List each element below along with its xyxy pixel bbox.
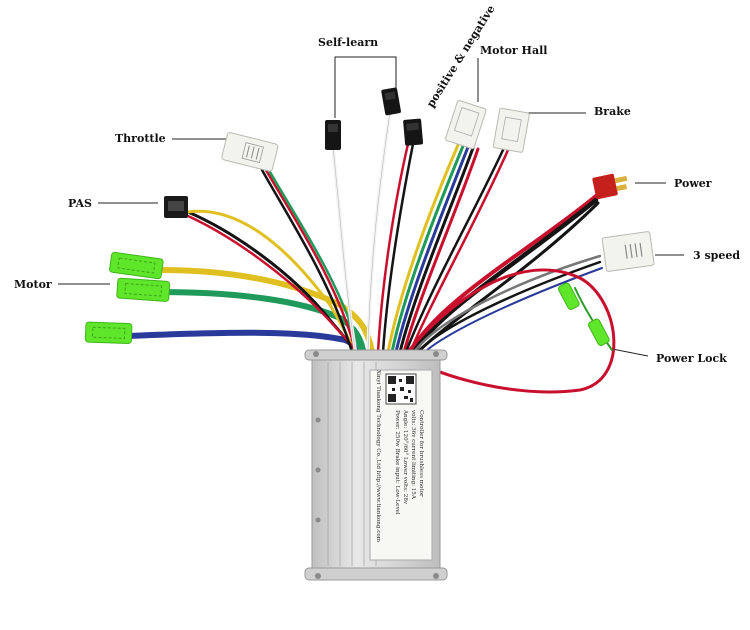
pas-connector: [164, 196, 188, 218]
hall-green-wire: [390, 144, 465, 354]
throttle-black-wire: [260, 168, 354, 354]
brake-connector: [492, 107, 530, 153]
self-learn-bracket: [334, 56, 397, 118]
housing-screws: [313, 351, 439, 579]
speed-blue-wire: [419, 267, 603, 357]
hall-yellow-wire: [386, 143, 460, 354]
motor-phase-connector-blue: [84, 321, 133, 344]
self-learn-grey-wire-2: [367, 111, 391, 353]
label-brake: Brake: [594, 105, 631, 118]
label-throttle: Throttle: [115, 132, 166, 145]
hall-blue-wire: [394, 145, 470, 354]
positive-negative-connector: [403, 118, 424, 146]
controller-housing: Controller for brushless motor volts: 36…: [304, 349, 448, 581]
label-motor: Motor: [14, 278, 52, 291]
motor-phase-yellow-wire: [157, 267, 375, 355]
power-lock-green-wire: [574, 287, 613, 351]
speed-grey-wire: [412, 254, 602, 354]
label-three-speed: 3 speed: [693, 249, 741, 262]
negative-black-wire: [381, 142, 415, 354]
plate-line-1: Controller for brushless motor: [418, 410, 424, 497]
self-learn-grey-wire: [332, 147, 357, 355]
label-pas: PAS: [68, 197, 92, 210]
label-power: Power: [674, 177, 712, 190]
three-speed-connector: [601, 231, 655, 272]
plate-line-5: Xinyi Tiankong Technology Co.,Ltd http:/…: [375, 370, 381, 543]
power-lock-leader: [611, 348, 649, 357]
label-power-lock: Power Lock: [656, 352, 727, 365]
brake-black-wire: [404, 148, 505, 354]
hall-black-wire: [398, 146, 475, 354]
motor-hall-connector: [445, 100, 487, 150]
motor-phase-connector-green: [116, 277, 171, 302]
power-lock-connector: [557, 282, 580, 311]
self-learn-connector-left: [325, 120, 341, 150]
speed-black-wire: [414, 260, 602, 356]
motor-phase-connector-yellow: [109, 251, 164, 280]
plate-line-4: Power: 250w Brake input: Low-Level: [394, 410, 400, 515]
throttle-connector: [221, 132, 279, 172]
wire-harness: [125, 110, 616, 394]
qr-code: [385, 373, 417, 405]
hall-red-wire: [402, 147, 480, 354]
self-learn-connector-right: [381, 87, 401, 116]
connectors: [84, 87, 655, 347]
label-self-learn: Self-learn: [318, 36, 379, 49]
positive-red-wire: [376, 142, 410, 354]
plate-line-3: Angle: 120°/60° Lower volts: 28v: [402, 409, 408, 505]
power-black-wire: [411, 197, 599, 355]
plate-line-2: volts: 36v current limiting: 15A: [410, 409, 416, 500]
power-lock-red-loop: [404, 268, 616, 394]
plate-text-group: Controller for brushless motor volts: 36…: [394, 409, 424, 515]
power-lock-connector-2: [587, 318, 610, 347]
brake-red-wire: [408, 148, 510, 354]
power-connector: [592, 173, 628, 200]
leader-lines: [58, 56, 684, 357]
label-motor-hall: Motor Hall: [480, 44, 548, 57]
throttle-red-wire: [264, 168, 358, 354]
